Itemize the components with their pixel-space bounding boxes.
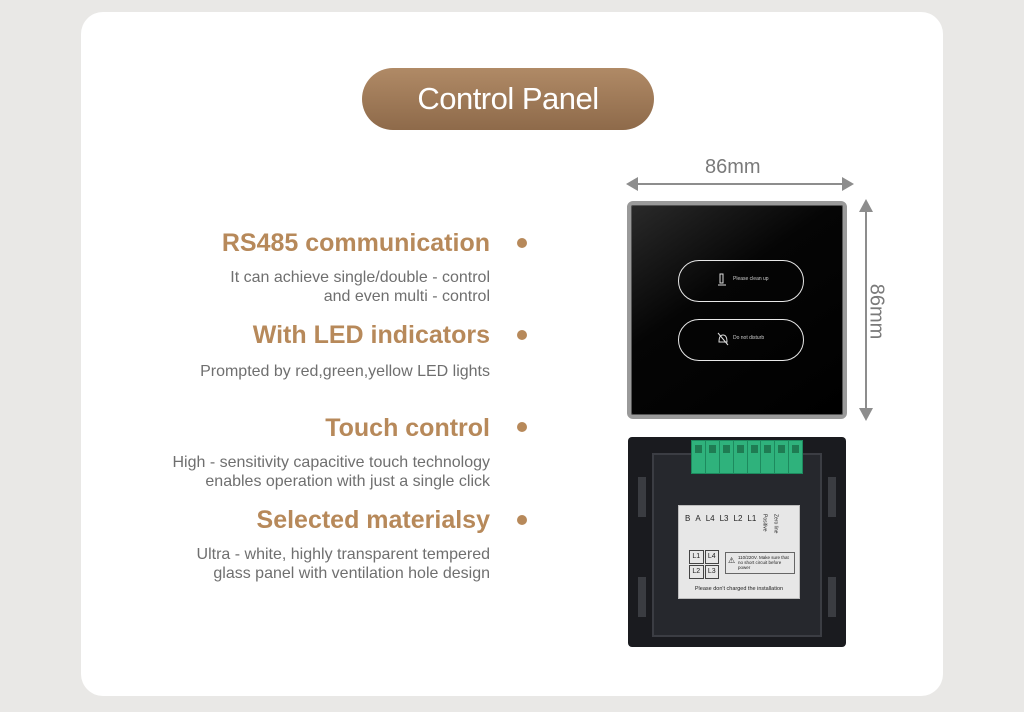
bullet-dot	[517, 422, 527, 432]
install-note: Please don't charged the installation	[694, 586, 784, 592]
feature-led: With LED indicators Prompted by red,gree…	[70, 320, 490, 381]
wiring-label: B A L4 L3 L2 L1 Positive Zero line L1 L4…	[678, 505, 800, 599]
panel-back: B A L4 L3 L2 L1 Positive Zero line L1 L4…	[628, 437, 846, 647]
bell-off-icon	[717, 332, 729, 349]
panel-front: Please clean up Do not disturb	[627, 201, 847, 419]
mount-post	[828, 477, 836, 517]
mount-post	[828, 577, 836, 617]
feature-desc: Prompted by red,green,yellow LED lights	[200, 363, 490, 380]
feature-touch: Touch control High - sensitivity capacit…	[70, 413, 491, 491]
person-brush-icon	[717, 273, 727, 290]
touch-key-label: Do not disturb	[733, 335, 765, 341]
width-label: 86mm	[705, 156, 761, 178]
height-label: 86mm	[865, 283, 888, 340]
wiring-columns: B A L4 L3 L2 L1 Positive Zero line	[685, 514, 779, 534]
width-arrow-icon	[626, 177, 854, 191]
feature-title: With LED indicators	[252, 321, 490, 349]
feature-rs485: RS485 communication It can achieve singl…	[70, 228, 490, 306]
feature-desc: It can achieve single/double - control a…	[230, 269, 490, 305]
touch-key-do-not-disturb[interactable]: Do not disturb	[678, 319, 804, 361]
warning-box: ⚠ 110/220V. Make sure that no short circ…	[725, 552, 795, 574]
bullet-dot	[517, 238, 527, 248]
warning-icon: ⚠	[728, 556, 736, 565]
feature-title: RS485 communication	[221, 229, 490, 257]
mount-post	[638, 577, 646, 617]
touch-key-label: Please clean up	[733, 276, 769, 282]
feature-title: Touch control	[325, 414, 490, 442]
touch-key-clean-up[interactable]: Please clean up	[678, 260, 804, 302]
load-grid: L1 L4 L2 L3	[689, 550, 719, 579]
feature-desc: Ultra - white, highly transparent temper…	[196, 546, 490, 582]
feature-title: Selected materialsy	[256, 506, 490, 534]
feature-desc: High - sensitivity capacitive touch tech…	[172, 454, 491, 490]
mount-post	[638, 477, 646, 517]
feature-materials: Selected materialsy Ultra - white, highl…	[70, 505, 490, 583]
terminal-block	[691, 440, 803, 474]
bullet-dot	[517, 515, 527, 525]
page-title: Control Panel	[362, 68, 654, 130]
height-arrow-icon	[859, 199, 873, 421]
bullet-dot	[517, 330, 527, 340]
